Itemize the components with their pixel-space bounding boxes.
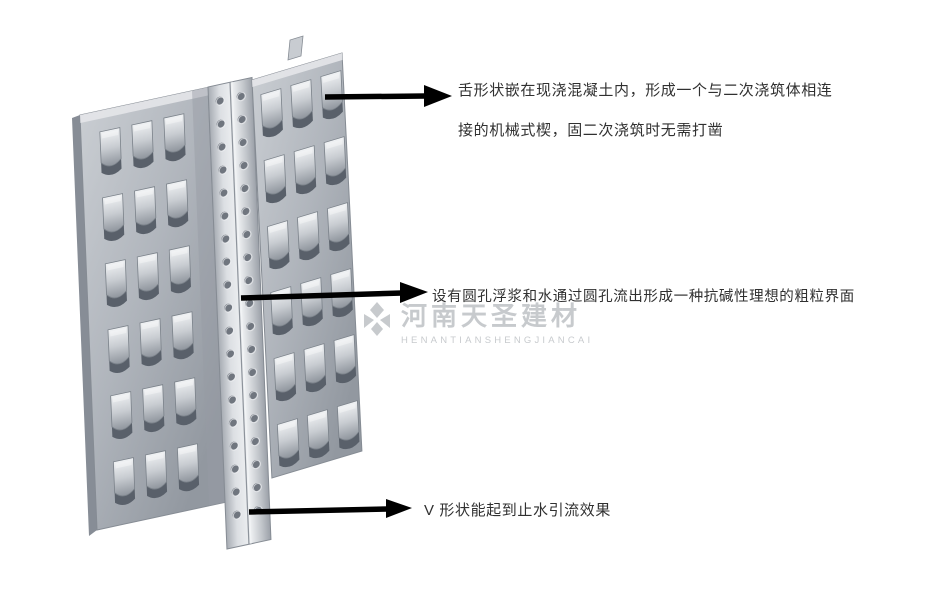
panel-top-tab [287, 35, 304, 61]
watermark: 河南天圣建材 HENANTIANSHENGJIANCAI [362, 301, 594, 346]
watermark-latin-text: HENANTIANSHENGJIANCAI [401, 334, 594, 346]
watermark-logo-icon [364, 302, 390, 336]
annotation-v-shape-line-1: V 形状能起到止水引流效果 [424, 502, 611, 519]
panel-left-face [79, 86, 226, 531]
annotation-v-shape: V 形状能起到止水引流效果 [424, 500, 611, 521]
panel-left-edge-fold [72, 115, 97, 536]
arrow-holes [240, 282, 428, 303]
arrow-v-shape [248, 499, 412, 518]
annotation-holes: 设有圆孔浮浆和水通过圆孔流出形成一种抗碱性理想的粗粒界面 [432, 287, 855, 308]
annotation-tongue-line-1: 舌形状嵌在现浇混凝土内，形成一个与二次浇筑体相连 [458, 82, 833, 99]
annotation-tongue: 舌形状嵌在现浇混凝土内，形成一个与二次浇筑体相连 接的机械式楔，固二次浇筑时无需… [458, 80, 832, 141]
panel-right-face [251, 52, 363, 479]
annotation-holes-line-1: 设有圆孔浮浆和水通过圆孔流出形成一种抗碱性理想的粗粒界面 [432, 289, 855, 305]
arrow-tongue [324, 85, 452, 107]
watermark-chinese-text: 河南天圣建材 [401, 301, 582, 331]
annotation-tongue-line-2: 接的机械式楔，固二次浇筑时无需打凿 [458, 122, 724, 139]
panel-center-v-strip [207, 76, 272, 550]
